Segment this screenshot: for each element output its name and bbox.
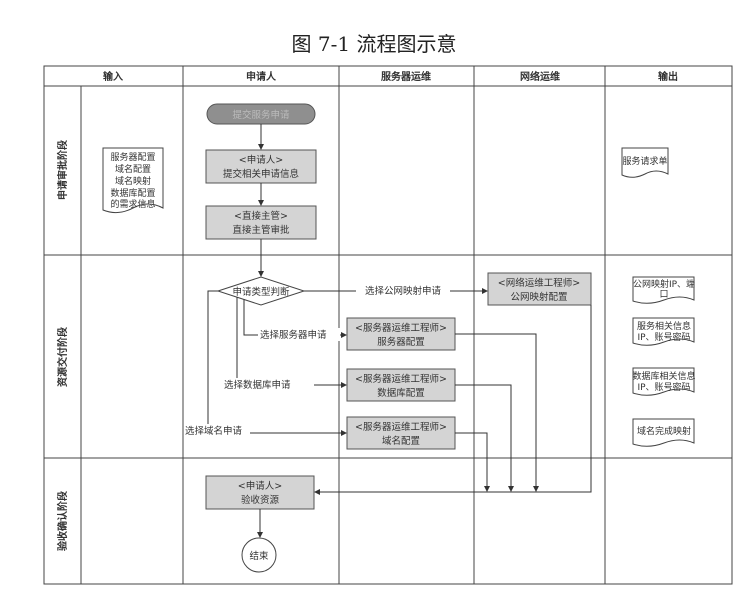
branch-label-domain: 选择域名申请 (185, 425, 243, 437)
column-header-server-ops: 服务器运维 (381, 70, 431, 83)
svg-text:数据库配置: 数据库配置 (110, 187, 155, 199)
connector-decision-to-domain (207, 290, 347, 436)
output-public-ip-port: 公网映射IP、端 口 (632, 276, 695, 304)
svg-text:申请类型判断: 申请类型判断 (232, 286, 290, 298)
step-server-config: <服务器运维工程师> 服务器配置 (346, 317, 456, 351)
svg-text:数据库配置: 数据库配置 (377, 387, 425, 399)
svg-text:<申请人>: <申请人> (238, 480, 282, 492)
svg-text:服务器配置: 服务器配置 (377, 336, 425, 348)
svg-text:数据库相关信息: 数据库相关信息 (632, 370, 695, 382)
phase-label-delivery: 资源交付阶段 (56, 327, 69, 387)
svg-text:IP、账号密码: IP、账号密码 (637, 381, 690, 393)
svg-text:域名映射: 域名映射 (115, 175, 151, 187)
svg-text:提交相关申请信息: 提交相关申请信息 (223, 168, 299, 180)
step-accept-resources: <申请人> 验收资源 (205, 475, 315, 510)
svg-text:服务请求单: 服务请求单 (622, 155, 667, 167)
output-server-info: 服务相关信息 IP、账号密码 (632, 317, 695, 346)
table-border (43, 65, 733, 585)
step-database-config: <服务器运维工程师> 数据库配置 (346, 368, 456, 402)
svg-text:口: 口 (659, 290, 668, 300)
branch-label-database: 选择数据库申请 (224, 379, 291, 391)
svg-text:公网映射IP、端: 公网映射IP、端 (633, 278, 695, 290)
step-public-mapping-config: <网络运维工程师> 公网映射配置 (487, 272, 592, 306)
svg-text:验收资源: 验收资源 (241, 494, 280, 506)
branch-labels: 选择公网映射申请 选择服务器申请 选择数据库申请 选择域名申请 (184, 284, 450, 437)
step-manager-approval: <直接主管> 直接主管审批 (205, 205, 317, 240)
input-requirements-document: 服务器配置 域名配置 域名映射 数据库配置 的需求信息 (102, 147, 164, 214)
connector-database-to-merge (455, 384, 514, 492)
svg-text:<网络运维工程师>: <网络运维工程师> (498, 277, 580, 289)
phase-label-approval: 申请审批阶段 (56, 140, 69, 200)
decision-request-type: 申请类型判断 (216, 276, 306, 306)
svg-text:结束: 结束 (249, 550, 269, 562)
svg-text:<服务器运维工程师>: <服务器运维工程师> (355, 421, 447, 433)
column-header-applicant: 申请人 (246, 70, 277, 83)
svg-text:提交服务申请: 提交服务申请 (232, 109, 290, 121)
svg-text:域名完成映射: 域名完成映射 (637, 425, 691, 437)
column-header-input: 输入 (103, 70, 123, 83)
svg-text:直接主管审批: 直接主管审批 (232, 224, 290, 236)
svg-text:域名配置: 域名配置 (382, 435, 420, 447)
step-domain-config: <服务器运维工程师> 域名配置 (346, 416, 456, 450)
svg-text:域名配置: 域名配置 (115, 163, 151, 175)
svg-text:<申请人>: <申请人> (239, 154, 283, 166)
output-service-request: 服务请求单 (621, 147, 669, 178)
svg-text:<服务器运维工程师>: <服务器运维工程师> (355, 373, 447, 385)
output-domain-mapped: 域名完成映射 (632, 418, 695, 447)
svg-text:的需求信息: 的需求信息 (110, 198, 155, 210)
svg-text:<直接主管>: <直接主管> (234, 210, 288, 222)
svg-text:IP、账号密码: IP、账号密码 (637, 331, 690, 343)
branch-label-server: 选择服务器申请 (260, 329, 327, 341)
svg-text:<服务器运维工程师>: <服务器运维工程师> (355, 322, 447, 334)
figure-title: 图 7-1 流程图示意 (291, 32, 457, 56)
phase-label-acceptance: 验收确认阶段 (56, 491, 69, 551)
column-header-output: 输出 (658, 70, 678, 83)
connector-domain-to-merge (455, 432, 490, 492)
step-submit-info: <申请人> 提交相关申请信息 (205, 149, 317, 184)
svg-text:服务相关信息: 服务相关信息 (637, 320, 691, 332)
end-node: 结束 (241, 537, 277, 573)
svg-text:服务器配置: 服务器配置 (110, 151, 155, 163)
connector-merge-to-accept (314, 305, 592, 495)
connector-server-to-merge (455, 333, 539, 492)
column-header-network-ops: 网络运维 (520, 70, 560, 83)
swimlane-grid (43, 65, 733, 585)
start-node: 提交服务申请 (206, 103, 316, 125)
svg-text:公网映射配置: 公网映射配置 (510, 291, 567, 303)
branch-label-public-mapping: 选择公网映射申请 (365, 285, 442, 297)
output-database-info: 数据库相关信息 IP、账号密码 (632, 367, 696, 396)
